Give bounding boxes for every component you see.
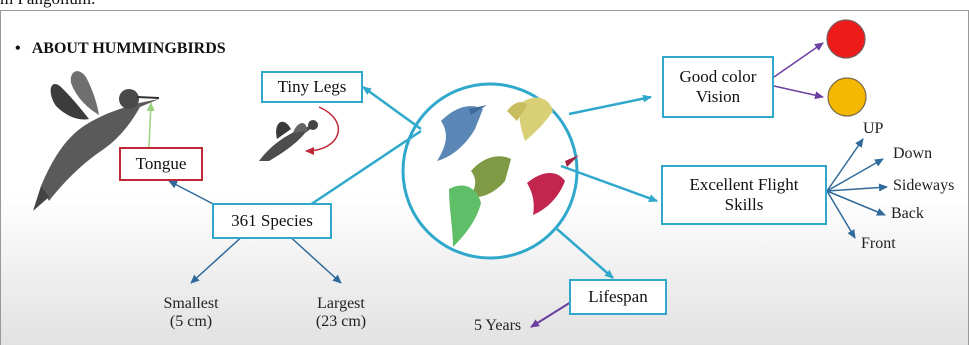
flight-up-label: UP [863,120,883,138]
slide-heading: • ABOUT HUMMINGBIRDS [15,40,226,58]
lifespan-label: Lifespan [588,287,647,307]
flight-skills-box: Excellent Flight Skills [661,165,827,225]
slide-canvas: • ABOUT HUMMINGBIRDS Tiny Legs Tongue 36… [0,10,969,345]
color-vision-line2: Vision [696,87,740,107]
smallest-line1: Smallest [151,295,231,313]
red-color-circle [827,20,865,58]
flight-front-label: Front [861,235,896,253]
smallest-line2: (5 cm) [151,313,231,331]
tiny-legs-label: Tiny Legs [278,77,347,97]
species-box: 361 Species [212,203,332,239]
tongue-label: Tongue [136,154,187,174]
largest-line2: (23 cm) [301,313,381,331]
heading-text: ABOUT HUMMINGBIRDS [32,40,226,57]
small-hummingbird-illustration [259,120,319,161]
five-years-label: 5 Years [474,317,521,335]
tiny-legs-box: Tiny Legs [261,71,363,103]
color-vision-line1: Good color [680,67,757,87]
flight-down-label: Down [893,145,932,163]
tongue-box: Tongue [119,147,203,181]
flight-back-label: Back [891,205,924,223]
top-text-fragment: m Pangolium. [0,0,969,10]
flight-skills-line2: Skills [725,195,764,215]
heading-bullet: • [15,40,21,57]
largest-label: Largest (23 cm) [301,295,381,331]
species-label: 361 Species [231,211,313,231]
largest-line1: Largest [301,295,381,313]
smallest-label: Smallest (5 cm) [151,295,231,331]
lifespan-box: Lifespan [569,279,667,315]
top-text: m Pangolium. [0,0,95,9]
flight-sideways-label: Sideways [893,177,954,195]
color-vision-box: Good color Vision [662,56,774,118]
yellow-color-circle [828,78,866,116]
flight-skills-line1: Excellent Flight [689,175,798,195]
large-hummingbird-illustration [33,71,159,211]
